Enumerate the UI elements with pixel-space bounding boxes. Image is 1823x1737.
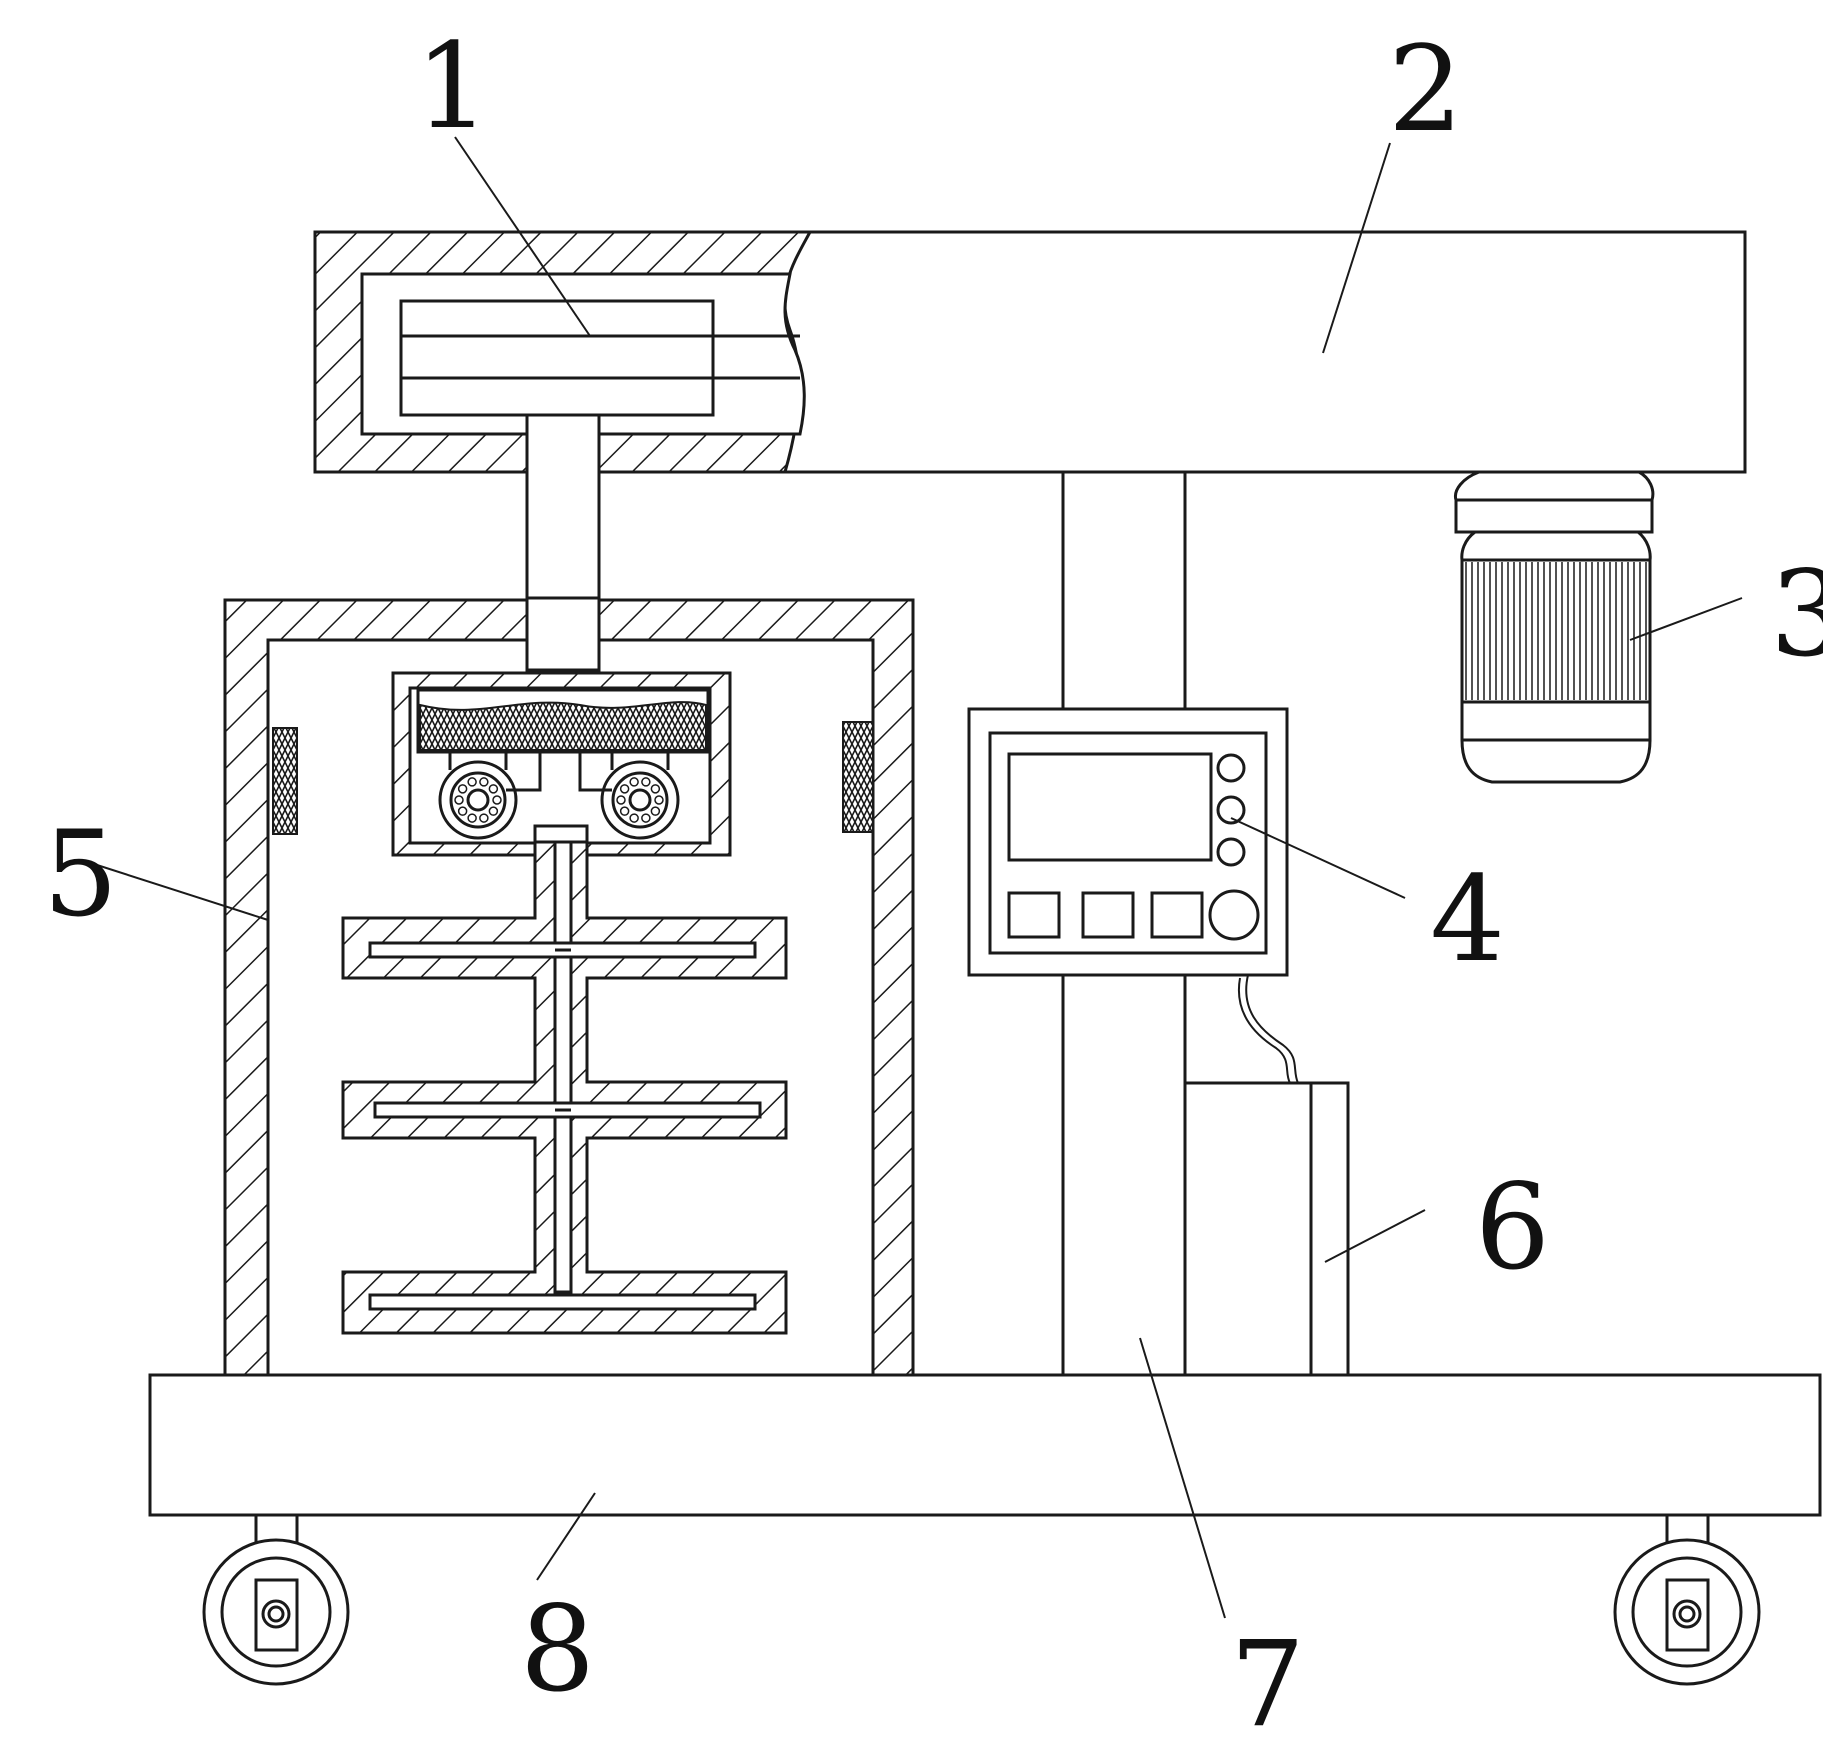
- battery-box: [1183, 1081, 1350, 1377]
- label-8: 8: [520, 1580, 595, 1718]
- wheel-left: [202, 1515, 350, 1686]
- leader-lines: [96, 136, 1743, 1619]
- base-platform: [148, 1373, 1822, 1517]
- label-6: 6: [1475, 1158, 1550, 1296]
- motor: [1453, 470, 1655, 784]
- label-5: 5: [43, 805, 118, 943]
- push-cylinder: [399, 299, 800, 675]
- wheel-right: [1613, 1515, 1761, 1686]
- label-2: 2: [1388, 20, 1463, 158]
- cable: [1245, 974, 1299, 1084]
- label-7: 7: [1230, 1615, 1305, 1737]
- label-1: 1: [415, 17, 490, 155]
- stirring-head: [391, 671, 732, 857]
- control-panel: [967, 707, 1289, 977]
- label-4: 4: [1430, 850, 1505, 988]
- stirring-shaft: [341, 840, 788, 1335]
- label-3: 3: [1770, 545, 1823, 683]
